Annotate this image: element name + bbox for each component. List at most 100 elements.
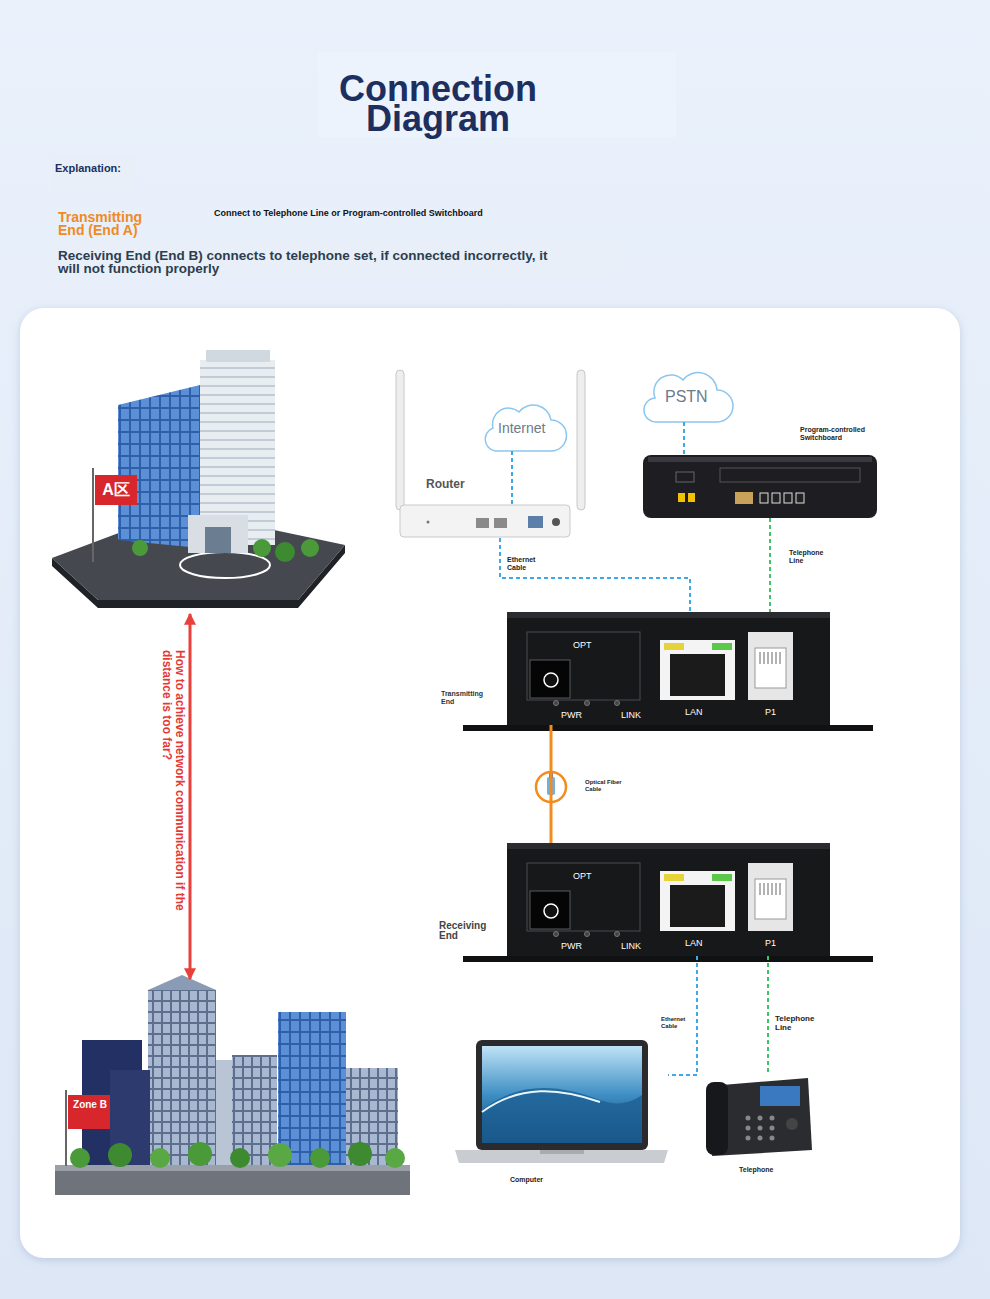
switchboard-device	[760, 493, 768, 503]
city-buildings-b	[230, 1148, 250, 1168]
cloud-shape	[485, 405, 566, 451]
office-building-a	[95, 475, 137, 505]
desk-phone	[746, 1116, 751, 1121]
switchboard-device	[720, 468, 860, 482]
device-label: Program-controlled Switchboard	[800, 426, 890, 442]
telephone: Telephone	[705, 1075, 813, 1157]
pstn-cloud: PSTN	[645, 372, 727, 422]
laptop	[455, 1150, 668, 1163]
office-building-a	[253, 539, 271, 557]
office-building-a	[92, 468, 94, 562]
flag-label: Zone B	[70, 1099, 110, 1110]
switchboard-device	[643, 455, 877, 518]
laptop	[455, 1040, 668, 1163]
desk-phone	[786, 1118, 798, 1130]
port-label: LAN	[685, 707, 703, 717]
title-ground	[318, 52, 676, 137]
office-building-a	[205, 527, 231, 553]
router-device	[396, 370, 585, 537]
switchboard-device	[648, 457, 872, 462]
device-label: Telephone	[739, 1166, 773, 1174]
building-b: Zone B	[50, 983, 412, 1195]
switchboard-device	[772, 493, 780, 503]
city-buildings-b	[310, 1148, 330, 1168]
switchboard: Program-controlled Switchboard	[643, 455, 877, 518]
computer: Computer	[455, 1040, 668, 1165]
city-buildings-b	[188, 1142, 212, 1166]
office-building-a	[132, 540, 148, 556]
cable-label: Telephone Line	[788, 549, 835, 565]
white-panel	[20, 308, 960, 1258]
office-building-a	[52, 350, 345, 608]
receiving-device	[463, 843, 873, 962]
laptop	[482, 1091, 600, 1112]
city-buildings-b	[268, 1143, 292, 1167]
desk-phone	[746, 1136, 751, 1141]
router: Router	[400, 505, 570, 538]
office-building-a	[188, 515, 248, 553]
flag-label: A区	[96, 481, 136, 499]
device-label: Transmitting End	[441, 690, 497, 706]
desk-phone	[770, 1116, 775, 1121]
laptop	[482, 1088, 642, 1143]
port-label: P1	[765, 938, 776, 948]
city-buildings-b	[278, 1012, 346, 1165]
office-building-a	[275, 542, 295, 562]
ethernet-cable	[500, 538, 690, 612]
office-building-a	[52, 510, 345, 600]
laptop	[476, 1040, 648, 1150]
router-device	[577, 370, 585, 510]
city-buildings-b	[385, 1148, 405, 1168]
city-buildings-b	[65, 1090, 67, 1166]
port-label: PWR	[561, 941, 582, 951]
switchboard-device	[688, 493, 695, 502]
router-device	[400, 505, 570, 537]
desk-phone	[770, 1136, 775, 1141]
cloud-label: PSTN	[665, 388, 708, 406]
cloud-shape	[644, 373, 733, 422]
switchboard-device	[643, 455, 877, 518]
desk-phone	[758, 1116, 763, 1121]
city-buildings-b	[108, 1143, 132, 1167]
note-ground	[52, 155, 137, 195]
cable-label: Ethernet Cable	[660, 1016, 695, 1030]
port-label: LINK	[621, 710, 641, 720]
city-buildings-b	[55, 1165, 410, 1171]
port-label: LAN	[685, 938, 703, 948]
telephone-line	[769, 518, 771, 612]
switchboard-device	[676, 472, 694, 482]
cable-label: Ethernet Cable	[506, 556, 548, 572]
port-label: P1	[765, 707, 776, 717]
router-device	[528, 516, 543, 528]
city-buildings-b	[68, 1095, 110, 1129]
city-buildings-b	[148, 975, 216, 990]
optical-fiber	[550, 725, 553, 843]
port-label: OPT	[573, 640, 592, 650]
note-ground	[52, 240, 620, 278]
city-buildings-b	[348, 1142, 372, 1166]
device-label: Computer	[510, 1176, 543, 1184]
note-text: Connect to Telephone Line or Program-con…	[214, 209, 494, 218]
switchboard-device	[735, 492, 753, 504]
cloud-label: Internet	[498, 420, 545, 436]
desk-phone	[758, 1136, 763, 1141]
desk-phone	[706, 1078, 812, 1156]
port-label: OPT	[573, 871, 592, 881]
router-device	[494, 518, 507, 528]
router-device	[476, 518, 489, 528]
city-buildings-b	[148, 990, 216, 1165]
diagram-title: Connection Diagram	[318, 74, 558, 134]
port-label: PWR	[561, 710, 582, 720]
pstn-link	[683, 422, 685, 455]
receiving-end: Receiving EndOPTPWRLINKLANP1	[507, 843, 830, 956]
desk-phone	[706, 1082, 728, 1155]
cloud-shape	[485, 373, 733, 451]
laptop	[482, 1046, 642, 1143]
office-building-a	[118, 385, 200, 548]
desk-phone	[758, 1126, 763, 1131]
cable-label: Optical Fiber Cable	[584, 779, 636, 793]
office-building-a	[180, 552, 270, 578]
